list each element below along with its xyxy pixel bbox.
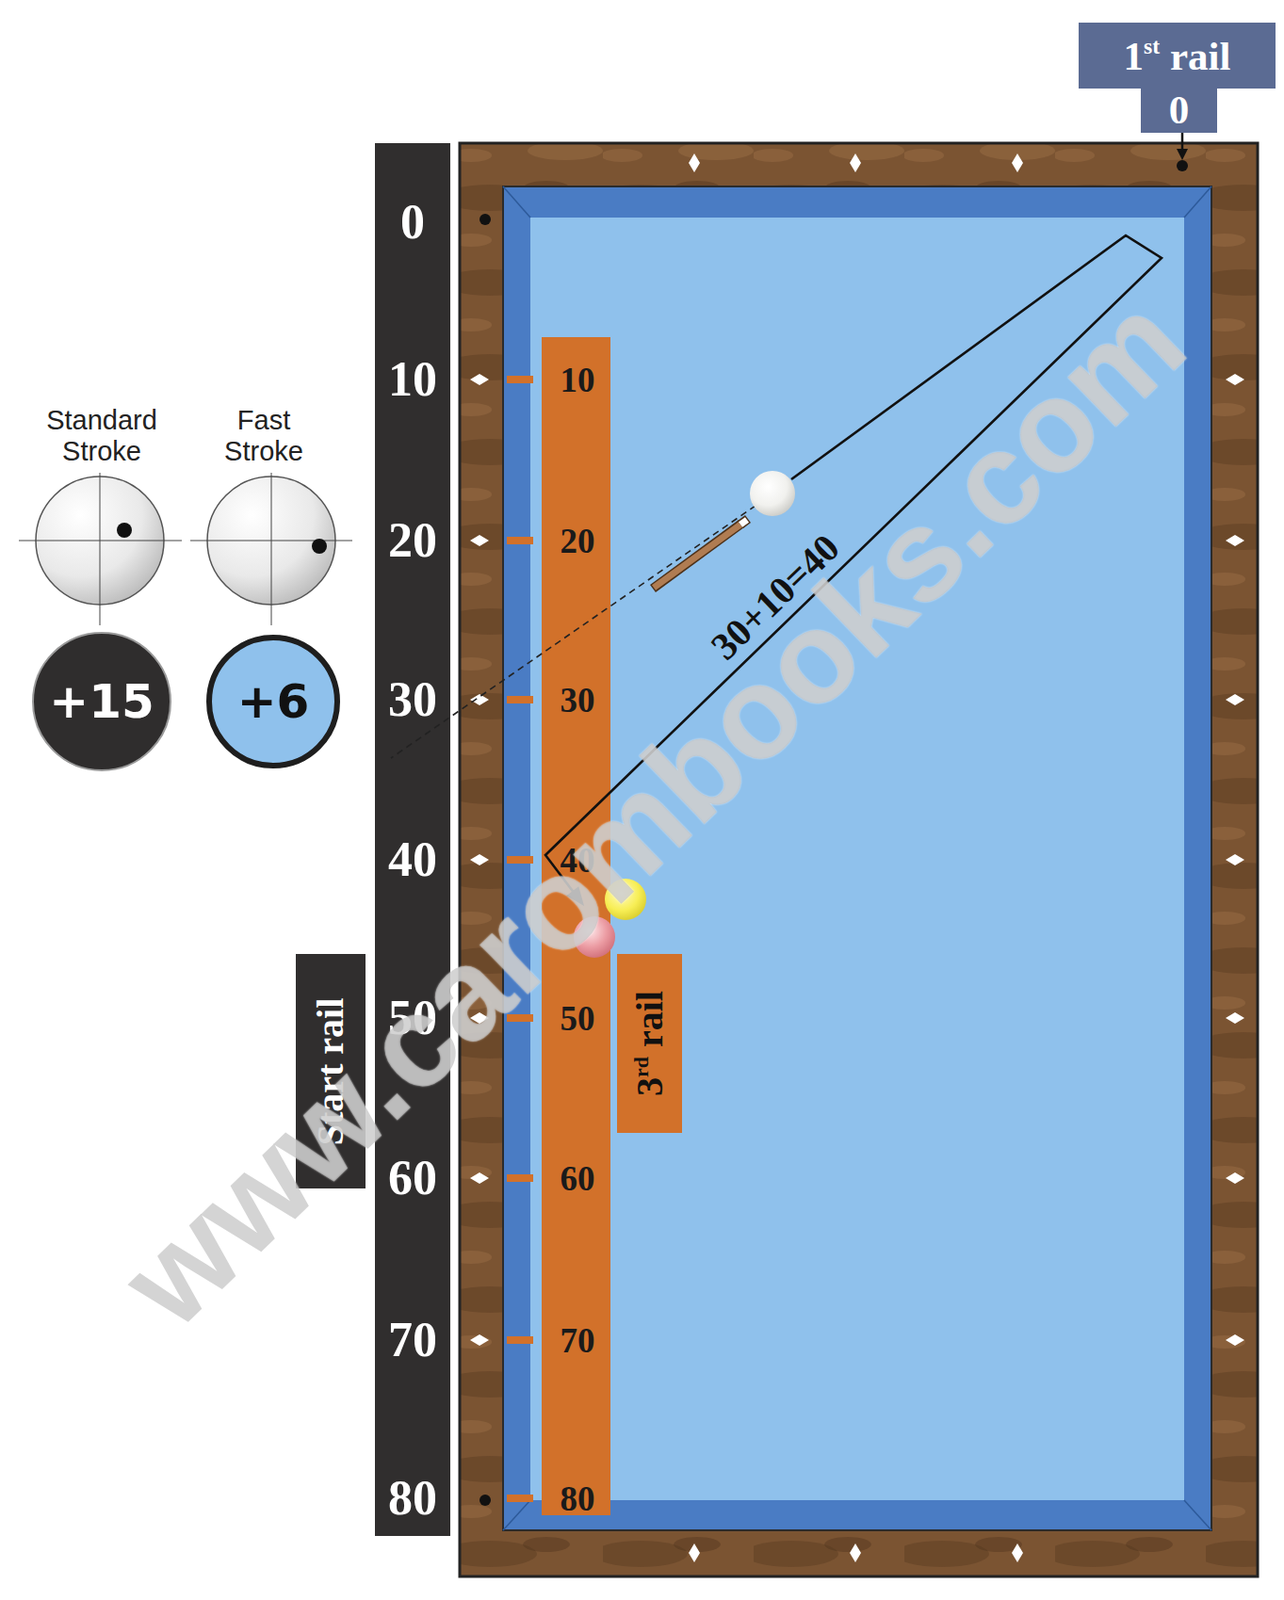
stroke-caption: Fast Stroke — [211, 405, 316, 469]
standard-stroke-icon — [18, 472, 182, 626]
yellow-ball — [604, 878, 647, 921]
cue-ball — [749, 471, 796, 517]
third-rail-number: 30 — [560, 682, 596, 718]
start-rail-number: 60 — [388, 1153, 438, 1203]
cue-stick — [652, 519, 748, 589]
start-rail-number: 50 — [388, 993, 438, 1043]
cushion — [503, 186, 1212, 1531]
rail-number-box: 0 — [1140, 86, 1218, 133]
rail-diamonds — [470, 153, 1245, 1563]
third-rail-number: 40 — [560, 843, 596, 878]
start-rail-number: 0 — [400, 197, 425, 247]
third-rail-number: 80 — [560, 1481, 596, 1517]
cushion-corners — [503, 186, 1212, 1531]
node-text: +6 — [237, 678, 310, 726]
number-bar — [374, 143, 451, 1537]
third-rail-box: 3rd rail — [617, 954, 683, 1134]
correction-circle: +6 — [206, 634, 341, 769]
node-text: 1st rail — [1123, 35, 1232, 77]
node-text: Start rail — [311, 997, 350, 1146]
start-rail-number: 30 — [388, 675, 438, 725]
calculation-text: 30+10=40 — [704, 527, 847, 667]
start-rail-number: 70 — [388, 1316, 438, 1366]
third-rail-number: 60 — [560, 1161, 596, 1197]
third-rail-number: 70 — [560, 1323, 596, 1359]
aim-line — [390, 499, 765, 759]
node-text: +15 — [48, 678, 154, 726]
third-rail-number: 50 — [560, 1001, 596, 1037]
scale-ticks — [506, 375, 534, 1503]
cloth — [530, 217, 1185, 1501]
correction-circle: +15 — [32, 632, 172, 772]
start-rail-number: 40 — [388, 835, 438, 885]
third-rail-number: 10 — [560, 362, 596, 398]
start-rail-number: 10 — [388, 355, 438, 405]
stroke-caption: Standard Stroke — [35, 405, 168, 469]
node-text: 0 — [1169, 89, 1190, 131]
start-rail-box: Start rail — [295, 954, 366, 1189]
ball-path — [545, 235, 1162, 907]
rail-label-box: 1st rail — [1078, 22, 1276, 89]
start-rail-number: 80 — [388, 1474, 438, 1524]
third-rail-number: 20 — [560, 523, 596, 559]
table-frame — [459, 143, 1258, 1577]
start-rail-number: 20 — [388, 516, 438, 566]
node-text: 3rd rail — [631, 991, 669, 1097]
fast-stroke-icon — [190, 472, 353, 626]
red-ball — [573, 916, 616, 959]
